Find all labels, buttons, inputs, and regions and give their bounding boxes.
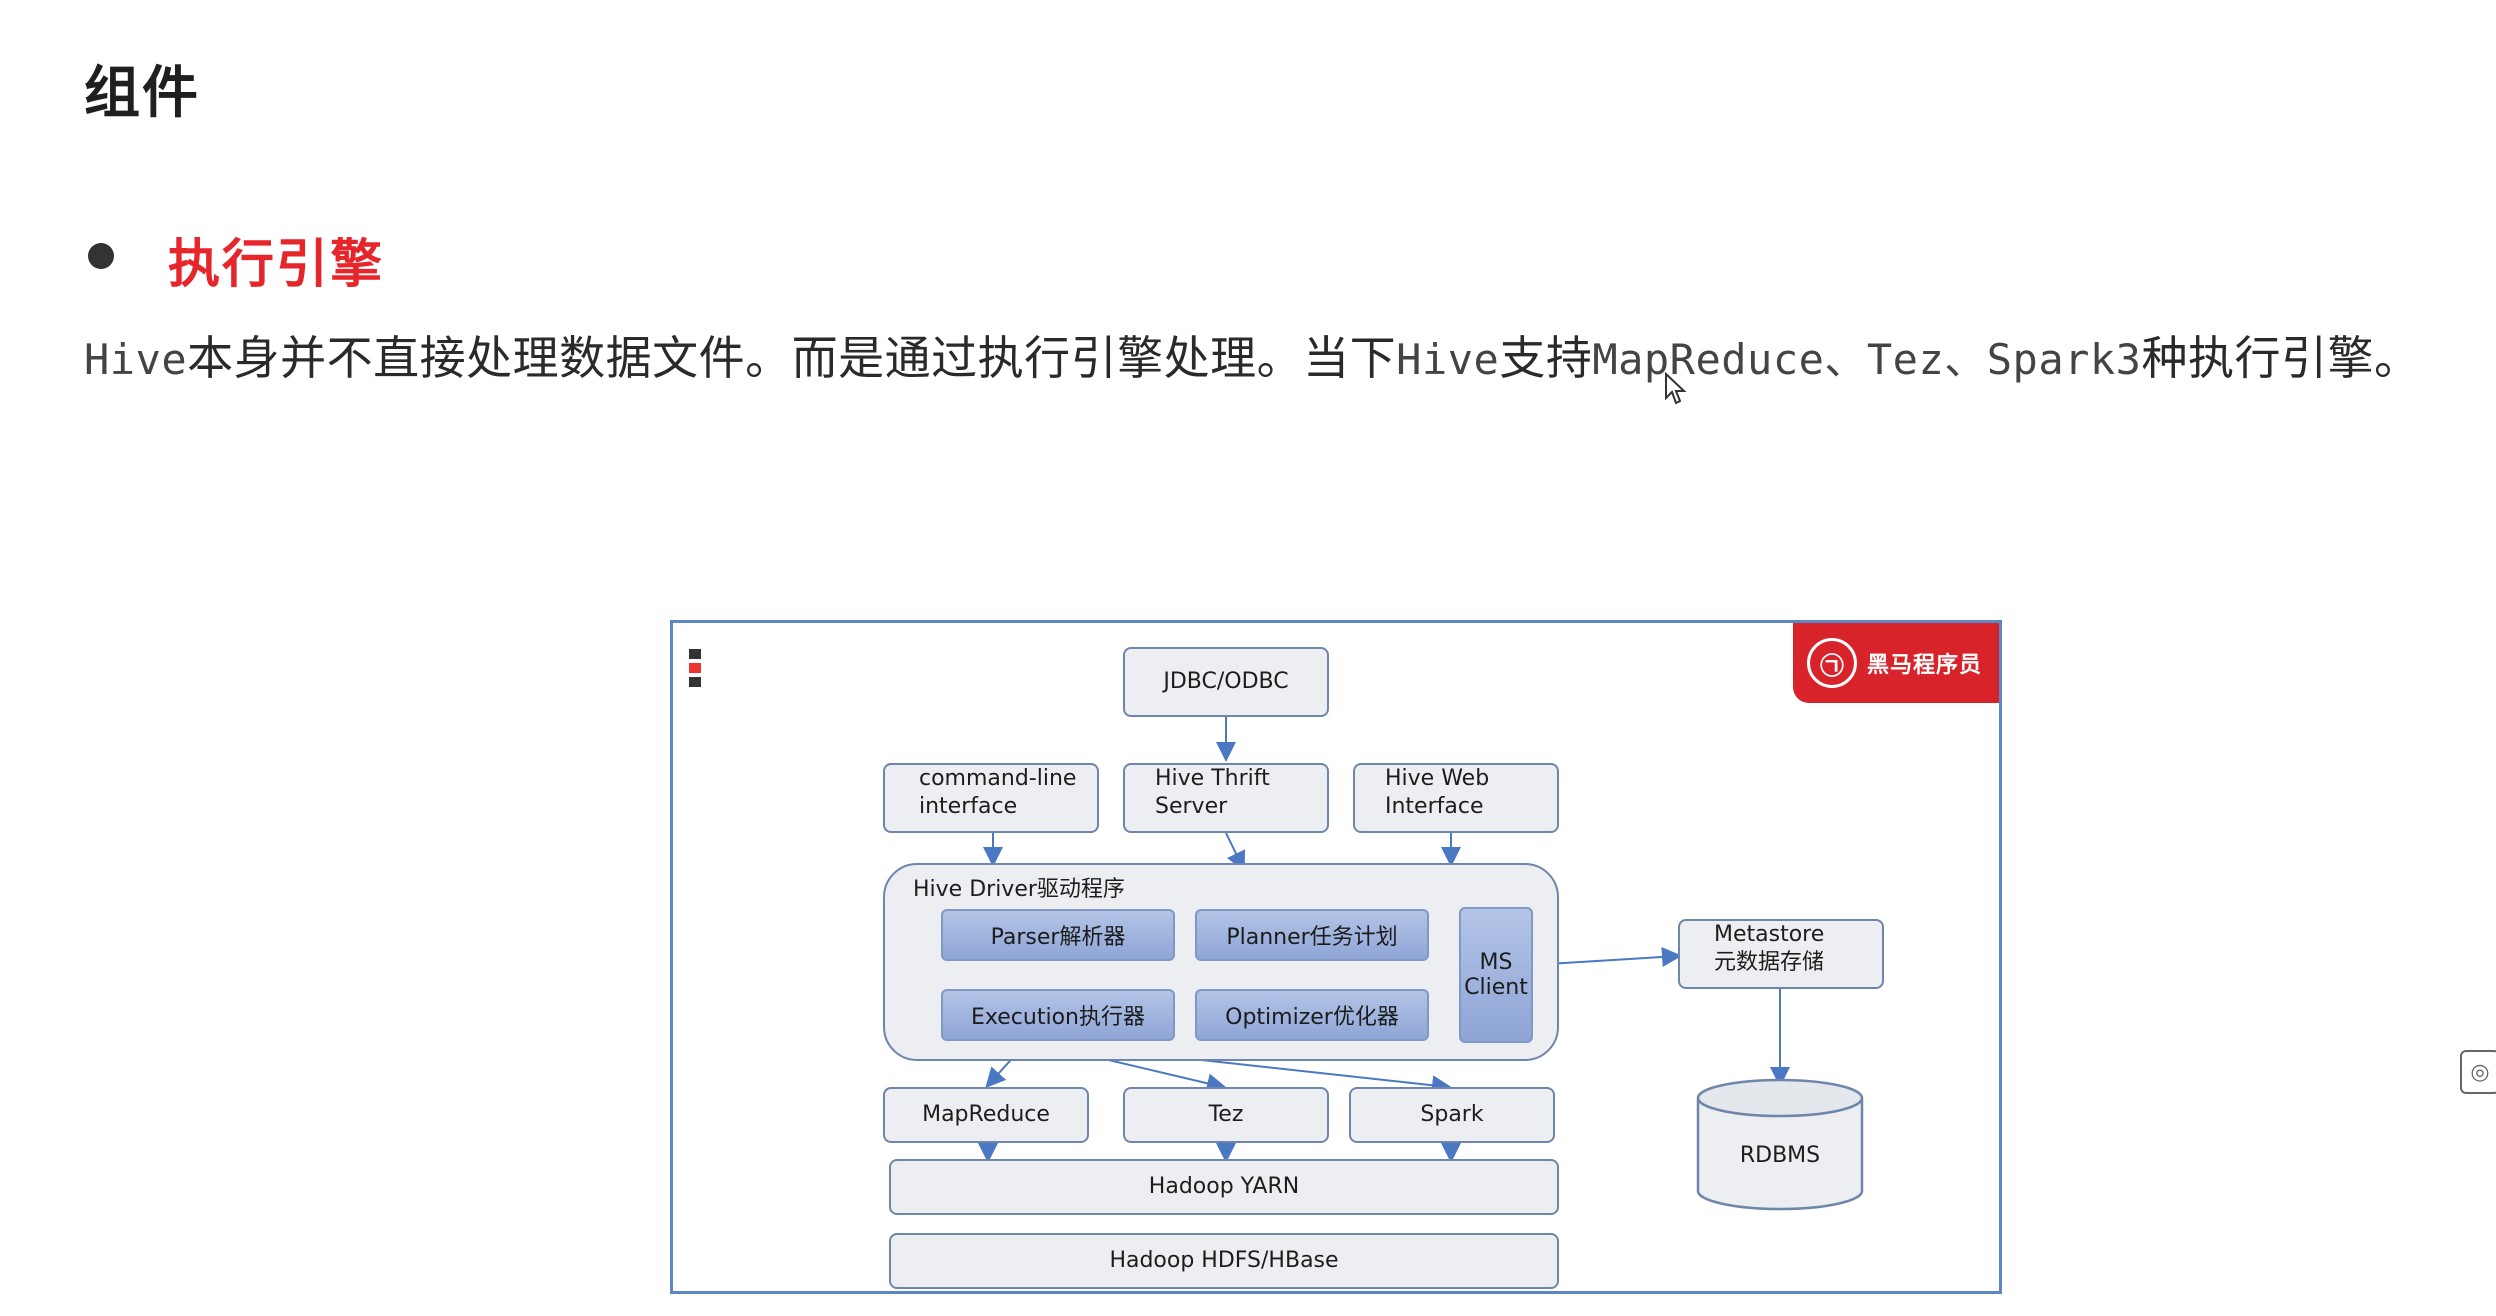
paragraph-part-3: Hive — [1396, 335, 1500, 384]
thrift-line-1: Hive Thrift — [1155, 766, 1270, 791]
section-title: 执行引擎 — [168, 235, 385, 295]
slide-nav-marks — [689, 649, 701, 687]
bullet-dot — [88, 243, 114, 269]
rdbms-cylinder — [1696, 1078, 1864, 1211]
thrift-line-2: Server — [1155, 794, 1228, 819]
parser-box: Parser解析器 — [941, 909, 1175, 961]
arrow-thrift-driver — [1225, 832, 1246, 872]
hadoop-hdfs-hbase-box: Hadoop HDFS/HBase — [889, 1233, 1559, 1289]
hive-architecture-diagram: JDBC/ODBC command-line interface Hive Th… — [670, 620, 2002, 1294]
metastore-line-2: 元数据存储 — [1714, 950, 1825, 975]
heima-logo-text: 黑马程序员 — [1867, 653, 1983, 678]
hive-driver-label: Hive Driver驱动程序 — [913, 877, 1125, 902]
ms-line-2: Client — [1464, 975, 1528, 1000]
ms-client-box: MS Client — [1459, 907, 1533, 1043]
hadoop-yarn-box: Hadoop YARN — [889, 1159, 1559, 1215]
page-title: 组件 — [84, 61, 200, 126]
optimizer-box: Optimizer优化器 — [1195, 989, 1429, 1041]
hive-web-interface-box: Hive Web Interface — [1353, 763, 1559, 833]
hive-driver-box: Hive Driver驱动程序 Parser解析器 Planner任务计划 Ex… — [883, 863, 1559, 1061]
heima-logo-mark: ㉠ — [1807, 638, 1857, 688]
mapreduce-box: MapReduce — [883, 1087, 1089, 1143]
web-line-1: Hive Web — [1385, 766, 1490, 791]
cli-line-1: command-line — [919, 766, 1077, 791]
paragraph-part-6: 种执行引擎。 — [2141, 331, 2421, 385]
paragraph-part-4: 支持 — [1499, 331, 1593, 385]
planner-box: Planner任务计划 — [1195, 909, 1429, 961]
heima-logo: ㉠ 黑马程序员 — [1793, 623, 1999, 703]
logo-badge-icon[interactable]: ◎ — [2460, 1050, 2496, 1094]
paragraph-part-2: 本身并不直接处理数据文件。而是通过执行引擎处理。当下 — [187, 331, 1397, 385]
mouse-pointer-icon — [1665, 372, 1687, 405]
rdbms-label: RDBMS — [1739, 1143, 1821, 1168]
web-line-2: Interface — [1385, 794, 1484, 819]
metastore-line-1: Metastore — [1714, 922, 1825, 947]
cli-line-2: interface — [919, 794, 1018, 819]
tez-box: Tez — [1123, 1087, 1329, 1143]
command-line-interface-box: command-line interface — [883, 763, 1099, 833]
paragraph-part-1: Hive — [84, 335, 188, 384]
description-paragraph: Hive本身并不直接处理数据文件。而是通过执行引擎处理。当下Hive支持MapR… — [84, 322, 2420, 388]
jdbc-odbc-box: JDBC/ODBC — [1123, 647, 1329, 717]
metastore-box: Metastore 元数据存储 — [1678, 919, 1884, 989]
paragraph-part-5: MapReduce、Tez、Spark3 — [1592, 335, 2142, 384]
spark-box: Spark — [1349, 1087, 1555, 1143]
execution-box: Execution执行器 — [941, 989, 1175, 1041]
ms-line-1: MS — [1479, 950, 1513, 975]
hive-thrift-server-box: Hive Thrift Server — [1123, 763, 1329, 833]
